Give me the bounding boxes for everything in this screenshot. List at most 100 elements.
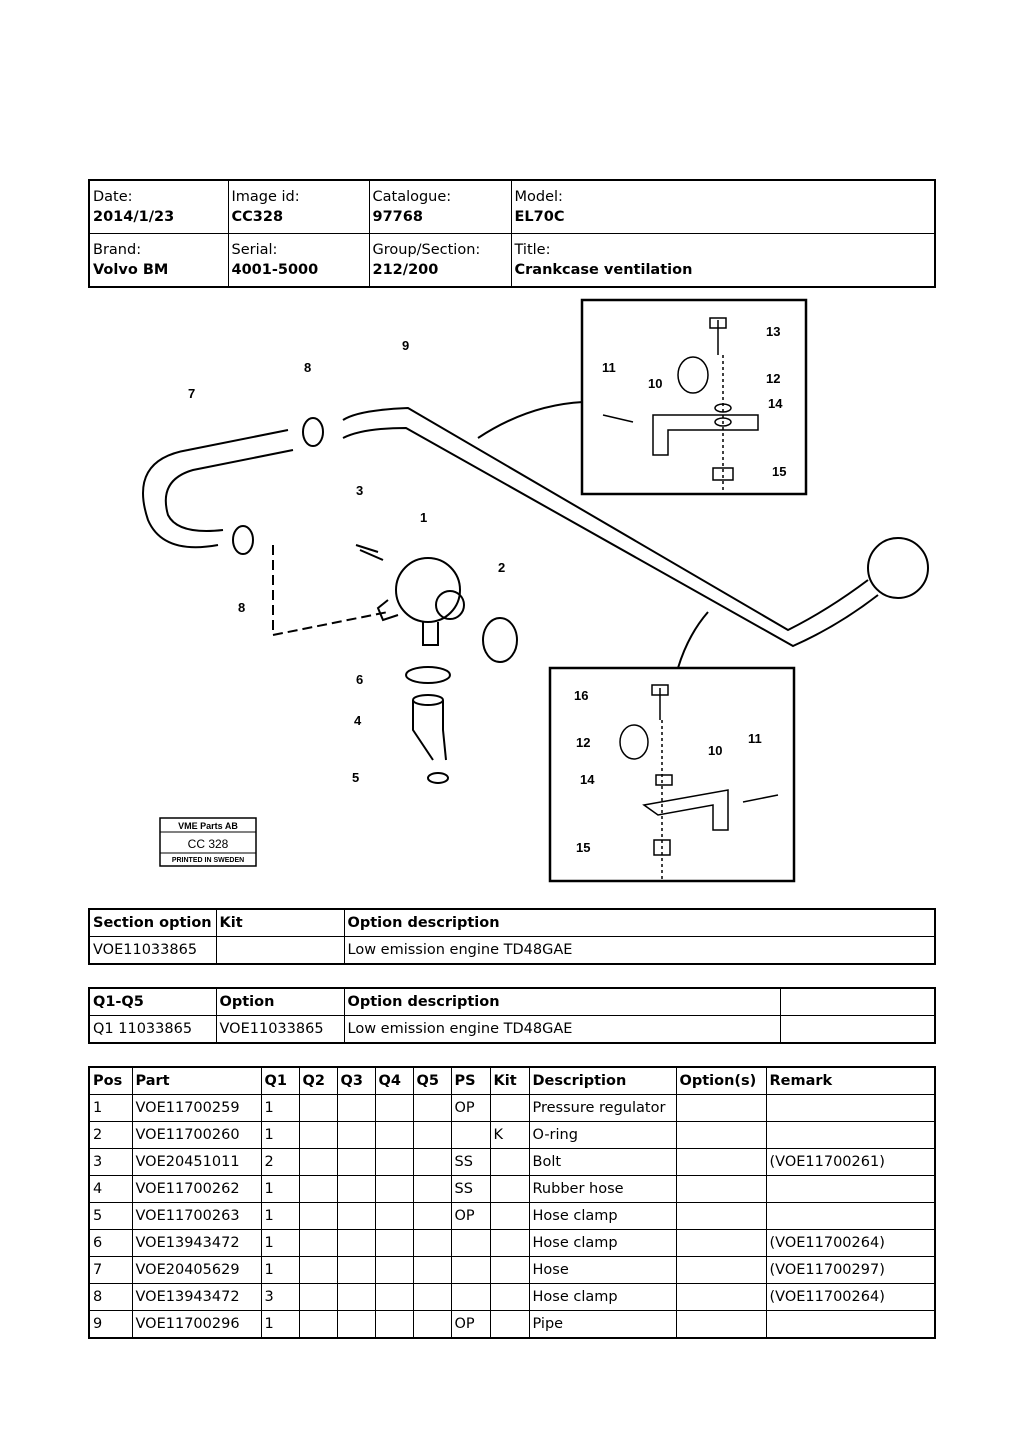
table-cell xyxy=(765,1175,936,1203)
table-cell: VOE20405629 xyxy=(131,1256,262,1284)
table-cell: Low emission engine TD48GAE xyxy=(343,1015,781,1044)
table-cell: SS xyxy=(450,1175,491,1203)
table-cell xyxy=(675,1202,767,1230)
bracket-10-upper xyxy=(652,414,759,456)
table-cell: VOE13943472 xyxy=(131,1283,262,1311)
table-cell xyxy=(336,1094,376,1122)
table-cell: 6 xyxy=(88,1229,133,1257)
brand-label: Brand: xyxy=(93,242,142,258)
table-cell xyxy=(336,1256,376,1284)
table-cell xyxy=(675,1094,767,1122)
bolt-16 xyxy=(651,684,669,720)
title-label: Title: xyxy=(514,242,551,258)
catalogue-label: Catalogue: xyxy=(372,189,452,205)
callout-9: 9 xyxy=(402,338,409,353)
callout-4: 4 xyxy=(354,713,362,728)
section-option-table: Section option Kit Option description VO… xyxy=(88,908,936,965)
header-cell: PS xyxy=(450,1066,491,1095)
table-cell xyxy=(298,1256,338,1284)
image-id-value: CC328 xyxy=(231,209,284,225)
table-cell xyxy=(450,1229,491,1257)
clamp-6 xyxy=(405,666,451,684)
hose-4-top xyxy=(412,694,444,706)
brand-value: Volvo BM xyxy=(93,262,169,278)
callout-14-lower: 14 xyxy=(580,772,595,787)
nut-15-upper xyxy=(712,467,734,481)
table-cell: VOE11700262 xyxy=(131,1175,262,1203)
table-cell: VOE11700296 xyxy=(131,1310,262,1339)
table-cell xyxy=(675,1283,767,1311)
table-cell xyxy=(298,1283,338,1311)
clip-12-lower xyxy=(619,724,649,760)
arrow-lower xyxy=(677,611,709,669)
table-cell: 8 xyxy=(88,1283,133,1311)
header-cell: Kit xyxy=(215,908,345,937)
callout-15-lower: 15 xyxy=(576,840,590,855)
clamp-5 xyxy=(427,772,449,784)
parts-header-row: Pos Part Q1 Q2 Q3 Q4 Q5 PS Kit Descripti… xyxy=(88,1066,936,1095)
brand-cell: Brand: Volvo BM xyxy=(88,233,229,288)
header-table: Date:2014/1/23 Image id:CC328 Catalogue:… xyxy=(88,179,936,288)
table-cell xyxy=(765,1094,936,1122)
group-cell: Group/Section:212/200 xyxy=(368,233,512,288)
table-row: Q1 11033865 VOE11033865 Low emission eng… xyxy=(88,1015,936,1044)
table-cell xyxy=(298,1121,338,1149)
serial-label: Serial: xyxy=(231,242,278,258)
table-cell: VOE13943472 xyxy=(131,1229,262,1257)
vme-stamp: VME Parts AB CC 328 PRINTED IN SWEDEN xyxy=(159,817,257,867)
callout-1: 1 xyxy=(420,510,427,525)
q-options-table: Q1-Q5 Option Option description Q1 11033… xyxy=(88,987,936,1044)
table-cell xyxy=(765,1310,936,1339)
bolt-11-upper xyxy=(602,414,634,423)
table-cell: OP xyxy=(450,1202,491,1230)
table-cell xyxy=(779,1015,936,1044)
table-cell xyxy=(412,1229,452,1257)
table-cell: 1 xyxy=(88,1094,133,1122)
table-cell: SS xyxy=(450,1148,491,1176)
stamp-line2: CC 328 xyxy=(188,837,229,851)
regulator-1-nozzle xyxy=(376,599,399,622)
table-cell xyxy=(489,1202,530,1230)
regulator-1-body xyxy=(395,557,461,623)
callout-11-lower: 11 xyxy=(748,731,762,746)
section-option-header-row: Section option Kit Option description xyxy=(88,908,936,937)
pipe-9-end xyxy=(867,537,929,599)
serial-cell: Serial: 4001-5000 xyxy=(227,233,370,288)
table-cell xyxy=(374,1175,414,1203)
callout-3: 3 xyxy=(356,483,363,498)
header-cell: Option description xyxy=(343,908,936,937)
callout-8-upper: 8 xyxy=(304,360,311,375)
pipe-9-shape-inner xyxy=(342,426,879,648)
table-cell xyxy=(489,1175,530,1203)
table-cell xyxy=(489,1283,530,1311)
callout-6: 6 xyxy=(356,672,363,687)
table-cell xyxy=(374,1310,414,1339)
table-cell xyxy=(336,1175,376,1203)
header-cell: Part xyxy=(131,1066,262,1095)
table-cell xyxy=(489,1229,530,1257)
table-cell xyxy=(412,1310,452,1339)
table-cell: VOE11700260 xyxy=(131,1121,262,1149)
table-cell xyxy=(336,1283,376,1311)
hose-7-shape-inner xyxy=(164,449,294,532)
q-options-header-row: Q1-Q5 Option Option description xyxy=(88,987,936,1016)
header-cell: Q4 xyxy=(374,1066,414,1095)
table-cell xyxy=(374,1094,414,1122)
guide-line xyxy=(272,545,389,637)
table-cell xyxy=(412,1256,452,1284)
serial-value: 4001-5000 xyxy=(231,262,319,278)
table-cell xyxy=(298,1094,338,1122)
callout-7: 7 xyxy=(188,386,195,401)
header-cell: Q1 xyxy=(260,1066,300,1095)
title-cell: Title:Crankcase ventilation xyxy=(510,233,936,288)
parts-diagram: 1 2 3 4 5 6 7 8 8 9 10 11 12 13 14 15 16… xyxy=(142,298,929,883)
table-row: VOE11033865 Low emission engine TD48GAE xyxy=(88,936,936,965)
clamp-8-lower xyxy=(232,525,254,555)
